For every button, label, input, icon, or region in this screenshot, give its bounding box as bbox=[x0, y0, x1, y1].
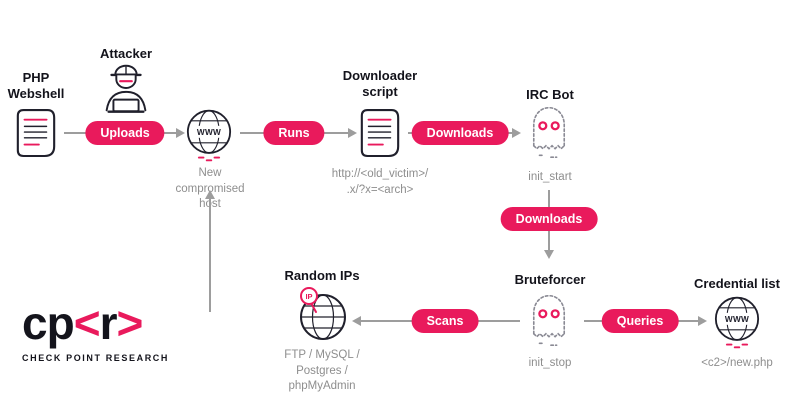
random-ips-caption: FTP / MySQL / Postgres / phpMyAdmin bbox=[284, 349, 360, 393]
bruteforcer-ghost-icon bbox=[532, 294, 566, 347]
cpr-wordmark: cp<r> bbox=[22, 300, 169, 346]
queries-edge-label: Queries bbox=[601, 309, 679, 333]
attacker-icon bbox=[105, 64, 147, 113]
runs-edge-label: Runs bbox=[263, 121, 325, 145]
irc-bot-caption: init_start bbox=[528, 171, 572, 183]
downloads-bruteforcer-arrowhead bbox=[544, 250, 554, 259]
credential-list-title: Credential list bbox=[694, 276, 780, 291]
credential-list-globe-icon: WWW bbox=[714, 296, 760, 349]
reinfect-arrow bbox=[209, 198, 211, 312]
logo-close-bracket: > bbox=[116, 297, 143, 349]
uploads-edge-label: Uploads bbox=[85, 121, 165, 145]
downloader-script-title: Downloader script bbox=[342, 68, 418, 99]
downloader-scroll-icon bbox=[360, 109, 400, 158]
logo-r: r bbox=[99, 297, 118, 349]
downloads-bruteforcer-edge-label: Downloads bbox=[500, 207, 598, 231]
php-webshell-title: PHP Webshell bbox=[7, 70, 65, 101]
reinfect-arrowhead bbox=[205, 190, 215, 199]
logo-open-bracket: < bbox=[73, 297, 101, 349]
compromised-host-globe-icon: WWW bbox=[186, 109, 232, 162]
webshell-scroll-icon bbox=[16, 109, 56, 158]
cpr-tagline: CHECK POINT RESEARCH bbox=[22, 353, 170, 363]
globe-www-label: WWW bbox=[197, 128, 221, 137]
downloads-script-edge-label: Downloads bbox=[411, 121, 509, 145]
random-ips-globe-icon: IP bbox=[300, 287, 346, 340]
uploads-arrowhead bbox=[176, 128, 185, 138]
downloads-script-arrowhead bbox=[512, 128, 521, 138]
attacker-title: Attacker bbox=[99, 46, 153, 61]
random-ips-title: Random IPs bbox=[284, 268, 360, 283]
queries-arrowhead bbox=[698, 316, 707, 326]
irc-bot-ghost-icon bbox=[532, 106, 566, 159]
bruteforcer-title: Bruteforcer bbox=[514, 272, 586, 287]
credential-list-caption: <c2>/new.php bbox=[701, 357, 773, 369]
scans-edge-label: Scans bbox=[411, 309, 479, 333]
logo-cp: cp bbox=[22, 297, 75, 349]
scans-arrowhead bbox=[352, 316, 361, 326]
ip-pin-icon: IP bbox=[300, 287, 318, 313]
ip-pin-label: IP bbox=[305, 292, 312, 301]
irc-bot-title: IRC Bot bbox=[526, 87, 574, 102]
globe-www-label: WWW bbox=[725, 315, 749, 324]
cpr-logo: cp<r> CHECK POINT RESEARCH bbox=[22, 300, 169, 363]
downloader-script-caption: http://<old_victim>/ .x/?x=<arch> bbox=[331, 168, 429, 196]
bruteforcer-caption: init_stop bbox=[528, 357, 572, 369]
runs-arrowhead bbox=[348, 128, 357, 138]
